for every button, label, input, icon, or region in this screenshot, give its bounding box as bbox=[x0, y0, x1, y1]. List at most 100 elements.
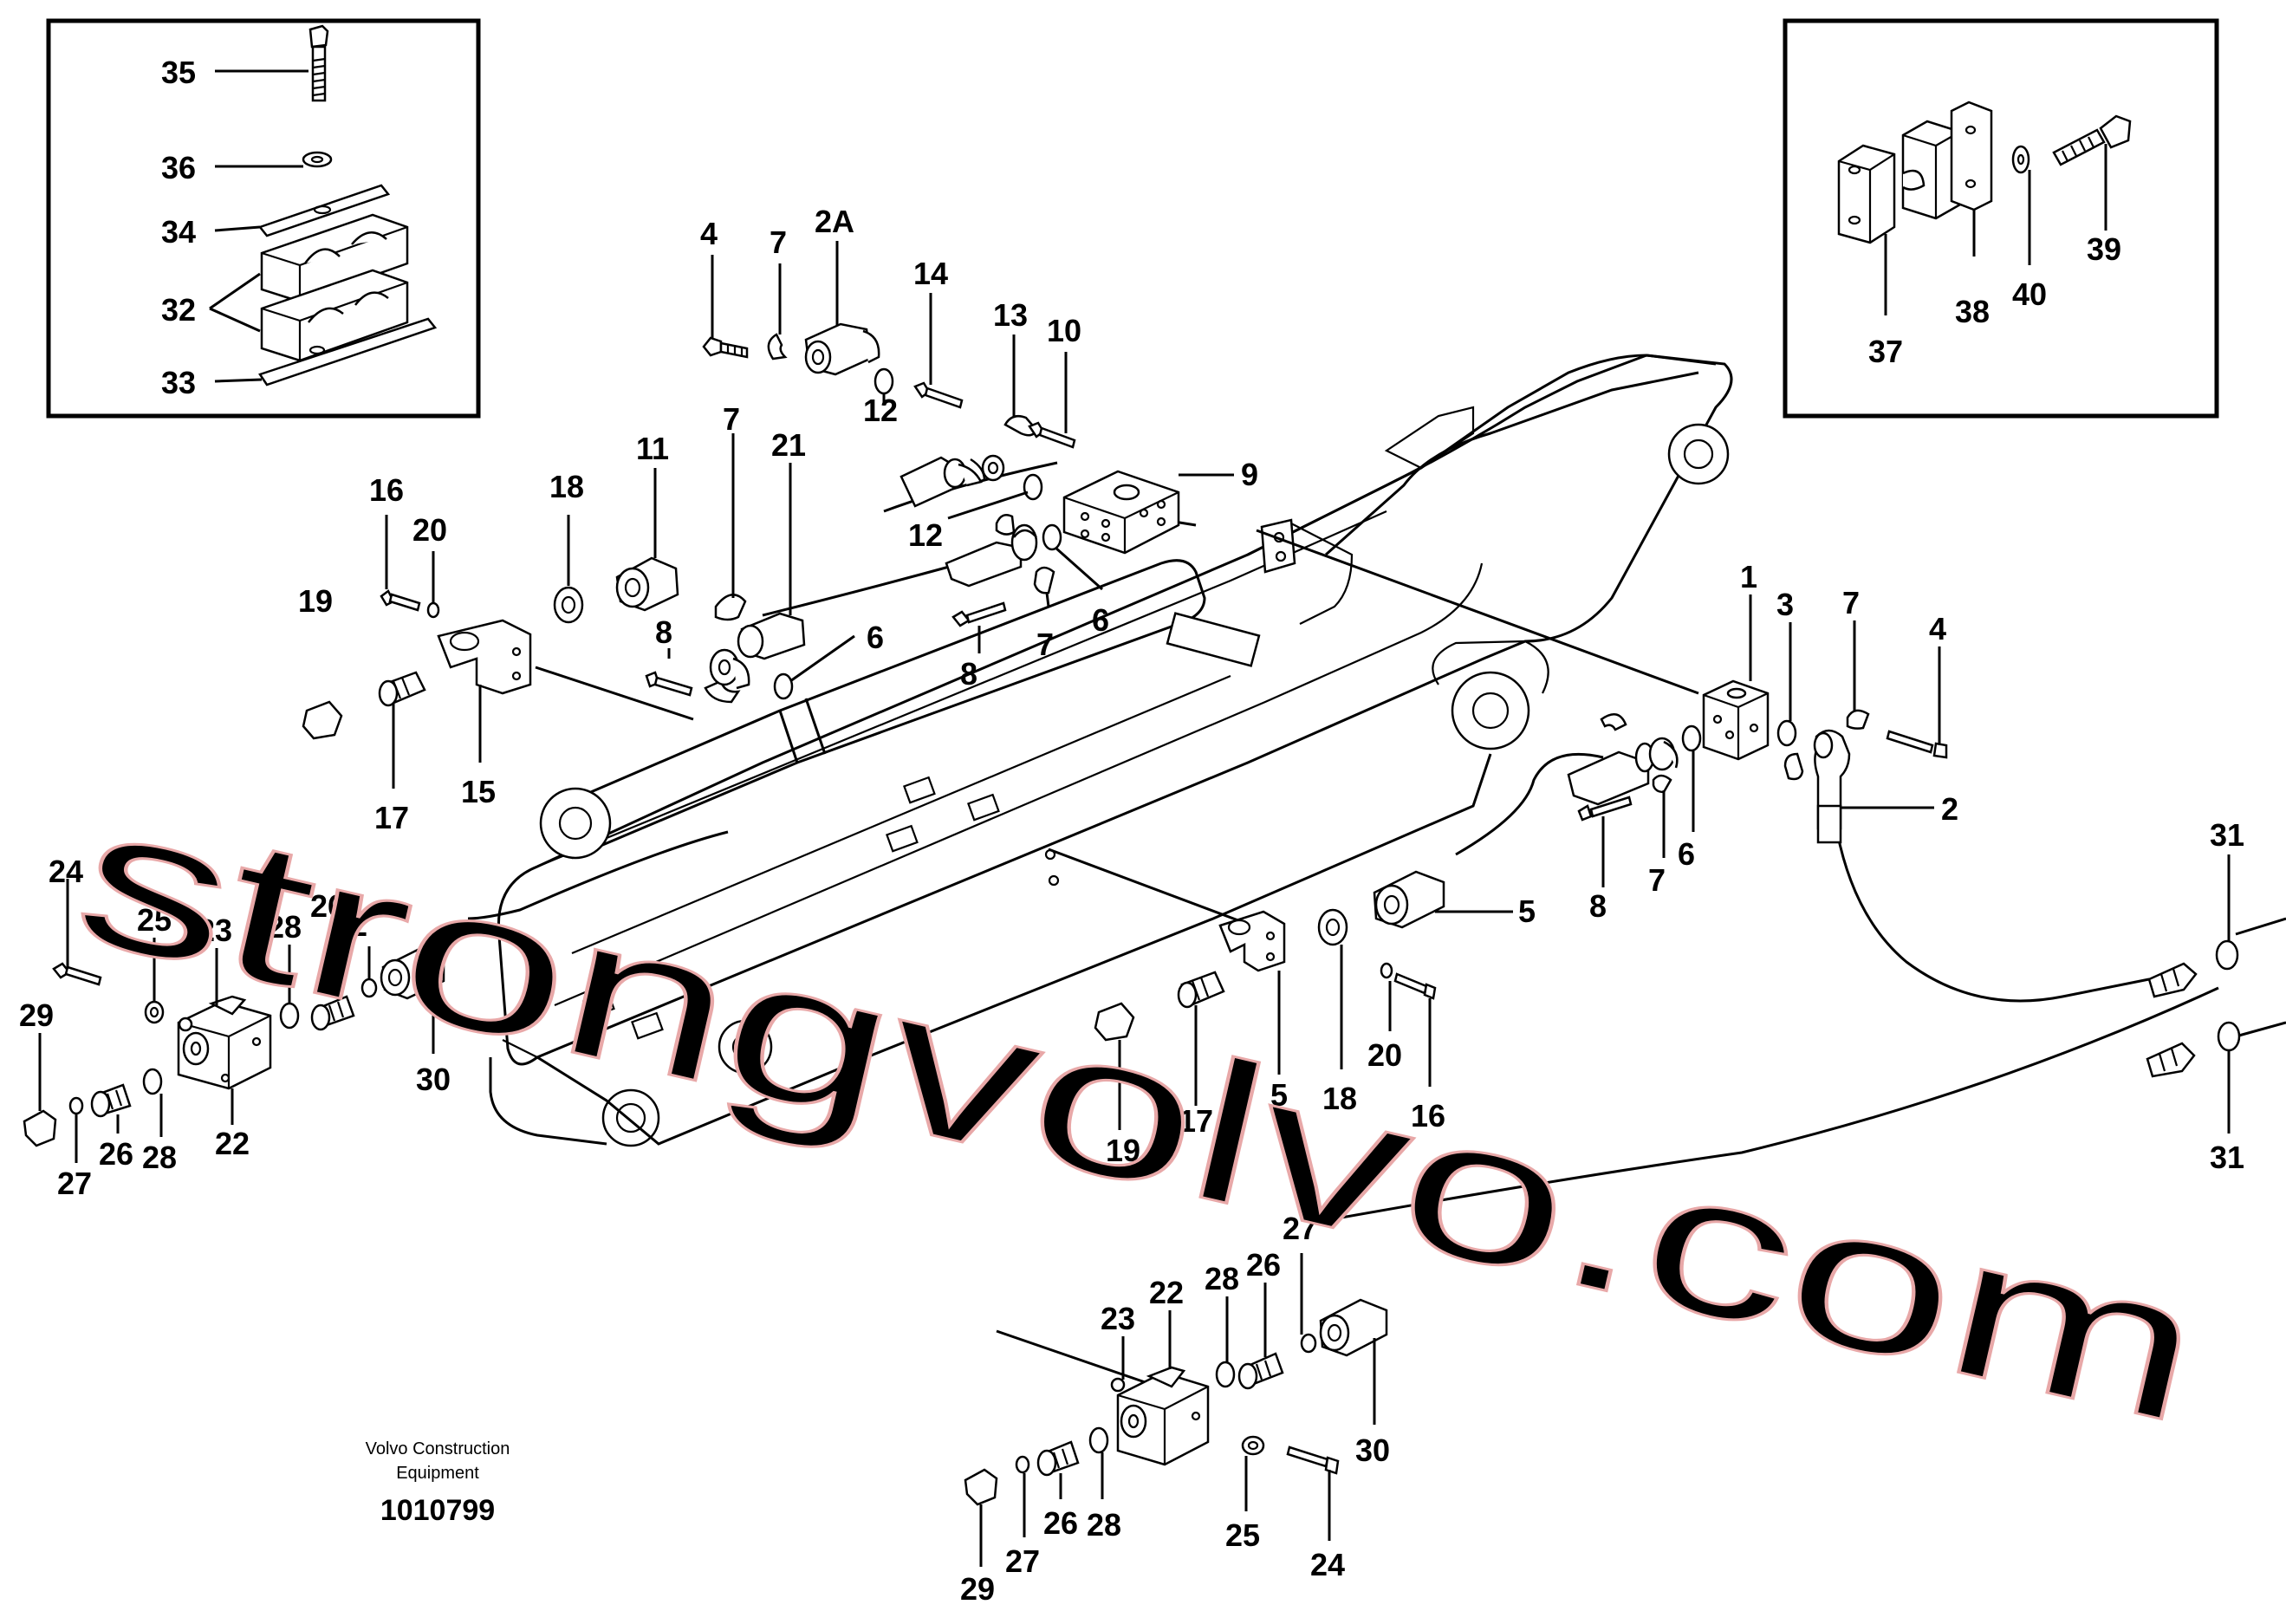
left-valve-group: 24 25 23 28 26 2 29 22 27 26 28 30 bbox=[19, 854, 451, 1201]
callout-29-bottom: 29 bbox=[960, 1571, 995, 1607]
cap-29-bottom-icon bbox=[964, 1468, 998, 1506]
callout-6-upper: 6 bbox=[1092, 602, 1109, 638]
callout-8-right: 8 bbox=[960, 656, 977, 692]
o-ring-28-bottom-top-icon bbox=[1215, 1361, 1236, 1388]
plug-23-bottom-icon bbox=[1110, 1377, 1126, 1393]
flange-7-upper-a-icon bbox=[995, 514, 1016, 536]
callout-17-upper: 17 bbox=[374, 800, 409, 835]
bolt-16-top-icon bbox=[380, 589, 421, 612]
callout-27-bottom-low: 27 bbox=[1005, 1543, 1040, 1579]
callout-23-bottom: 23 bbox=[1101, 1301, 1135, 1336]
o-ring-28-bottom-low-icon bbox=[1088, 1426, 1109, 1454]
clamp-half-37-icon bbox=[1837, 144, 1896, 244]
plate-34-icon bbox=[257, 184, 391, 237]
inset-clamp-stack: 35 36 34 32 33 bbox=[46, 18, 481, 419]
boom-head-eye bbox=[1667, 423, 1730, 485]
center-bracket-group: 18 20 16 17 19 5 bbox=[1094, 908, 1445, 1168]
bracket-15-icon bbox=[437, 619, 532, 695]
fitting-left-mid-icon bbox=[709, 648, 750, 690]
boom-assembly bbox=[489, 354, 1733, 1147]
callout-33: 33 bbox=[161, 365, 196, 400]
bolt-35-icon bbox=[308, 24, 329, 102]
callout-5-right: 5 bbox=[1518, 893, 1536, 929]
coupling-31-lower-icon bbox=[2146, 1021, 2241, 1078]
o-ring-27-bottom-low-icon bbox=[1015, 1455, 1030, 1474]
callout-26-left-low: 26 bbox=[99, 1136, 133, 1172]
callout-16-center: 16 bbox=[1411, 1098, 1445, 1134]
callout-37: 37 bbox=[1868, 334, 1903, 369]
callout-7-right: 7 bbox=[1036, 627, 1054, 662]
watermark-text: strongvolvo.com bbox=[60, 760, 2221, 1465]
callout-30-left: 30 bbox=[416, 1062, 451, 1097]
washer-20-center-icon bbox=[1380, 962, 1393, 979]
fitting-2a-icon bbox=[804, 322, 880, 376]
callout-29-left: 29 bbox=[19, 997, 54, 1033]
callout-19-upper: 19 bbox=[298, 583, 333, 619]
washer-20-top-icon bbox=[426, 601, 440, 619]
bolt-24-bottom-icon bbox=[1286, 1445, 1340, 1475]
callout-8-right-low: 8 bbox=[1589, 888, 1607, 924]
callout-3: 3 bbox=[1776, 587, 1794, 622]
callout-31-lower: 31 bbox=[2210, 1140, 2244, 1175]
callout-32: 32 bbox=[161, 292, 196, 328]
flange-half-7-top-icon bbox=[767, 333, 788, 361]
callout-19-center: 19 bbox=[1106, 1133, 1140, 1168]
document-number: 1010799 bbox=[380, 1494, 495, 1527]
boom-pivot-eye bbox=[1451, 671, 1530, 750]
callout-40: 40 bbox=[2012, 276, 2047, 312]
callout-16-upper: 16 bbox=[369, 472, 404, 508]
hose-right-loop bbox=[1835, 831, 2150, 1003]
callout-21: 21 bbox=[771, 427, 806, 463]
washer-25-bottom-icon bbox=[1241, 1435, 1265, 1456]
flange-7-right-c-icon bbox=[1652, 774, 1672, 794]
cap-19-top-icon bbox=[302, 700, 343, 740]
inset-frame-left bbox=[46, 18, 481, 419]
o-ring-27-left-icon bbox=[68, 1096, 84, 1115]
nut-30-bottom-icon bbox=[1319, 1298, 1388, 1357]
callout-4-upper: 4 bbox=[700, 216, 718, 251]
clamp-halves-32-icon bbox=[260, 213, 409, 362]
callout-12-top: 12 bbox=[863, 393, 898, 428]
hose-fitting-mid-icon bbox=[945, 523, 1038, 588]
bolt-10-icon bbox=[1028, 421, 1076, 449]
washer-40-icon bbox=[2011, 145, 2030, 174]
callout-22-bottom: 22 bbox=[1149, 1275, 1184, 1310]
callout-13: 13 bbox=[993, 297, 1028, 333]
callout-7-right-top: 7 bbox=[1842, 585, 1860, 620]
line-block-to-manifold bbox=[1256, 529, 1699, 695]
callout-31-upper: 31 bbox=[2210, 817, 2244, 853]
callout-7-mid: 7 bbox=[723, 401, 740, 437]
nut-5-right-icon bbox=[1373, 870, 1445, 929]
callout-25-left: 25 bbox=[137, 902, 172, 938]
flange-7-right-a-icon bbox=[1783, 752, 1804, 781]
cap-19-center-icon bbox=[1094, 1002, 1135, 1042]
callout-22-left: 22 bbox=[215, 1126, 250, 1161]
nut-11-icon bbox=[615, 556, 679, 612]
manifold-block-9-icon bbox=[1062, 470, 1180, 555]
callout-20-center: 20 bbox=[1367, 1037, 1402, 1073]
adapter-26-bottom-low-icon bbox=[1036, 1440, 1080, 1477]
washer-18-top-icon bbox=[553, 586, 584, 624]
bottom-valve-group: 27 28 26 23 22 30 29 27 26 28 25 24 bbox=[960, 1211, 1390, 1607]
bolt-4-top-icon bbox=[702, 336, 749, 359]
hose-fitting-right-icon bbox=[1567, 713, 1679, 806]
callout-26-bottom-top: 26 bbox=[1246, 1247, 1281, 1283]
callout-15: 15 bbox=[461, 774, 496, 809]
valve-block-22-left-icon bbox=[177, 995, 272, 1090]
washer-36-icon bbox=[302, 151, 333, 168]
callout-28-left-top: 28 bbox=[267, 909, 302, 945]
callout-30-bottom: 30 bbox=[1355, 1432, 1390, 1468]
plate-33-icon bbox=[258, 317, 438, 387]
callout-2: 2 bbox=[1941, 791, 1958, 827]
callout-9: 9 bbox=[1241, 457, 1258, 492]
coupling-31-upper-icon bbox=[2147, 939, 2239, 998]
callout-23-left: 23 bbox=[198, 913, 232, 948]
callout-24-bottom: 24 bbox=[1310, 1547, 1345, 1582]
bolt-4-right-icon bbox=[1886, 730, 1948, 759]
callout-24-left: 24 bbox=[49, 854, 83, 889]
cylinder-rod-eye bbox=[539, 787, 612, 860]
o-ring-3-icon bbox=[1776, 719, 1797, 747]
publisher-line-2: Equipment bbox=[396, 1464, 479, 1483]
bracket-center-icon bbox=[1218, 910, 1286, 972]
bolt-16-center-icon bbox=[1393, 972, 1437, 1000]
